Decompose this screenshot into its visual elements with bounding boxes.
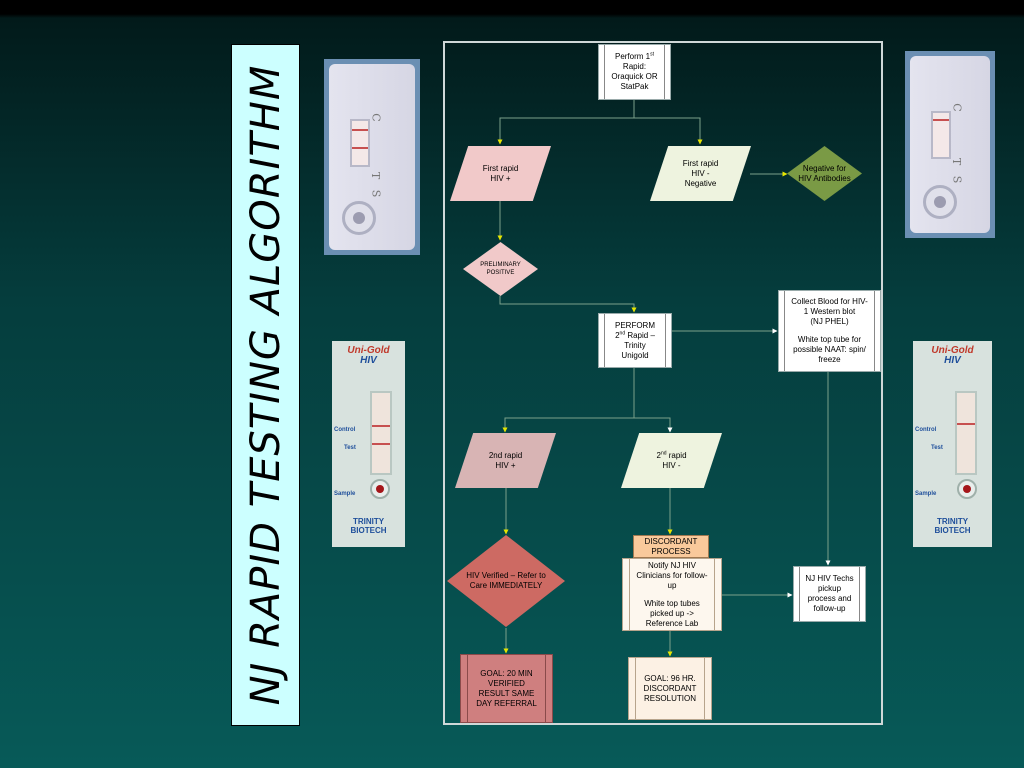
connector-to-second-pos — [505, 368, 634, 432]
connector-to-second-rapid — [500, 296, 634, 312]
perform-first-rapid-box: Perform 1st Rapid: Oraquick OR StatPak — [598, 44, 671, 100]
connector-to-first-pos — [500, 100, 634, 144]
collect-blood-box: Collect Blood for HIV- 1 Western blot (N… — [778, 290, 881, 372]
goal-discordant-box: GOAL: 96 HR. DISCORDANT RESOLUTION — [628, 657, 712, 720]
perform-second-rapid-box: PERFORM 2nd Rapid – Trinity Unigold — [598, 313, 672, 368]
nj-hiv-techs-box: NJ HIV Techs pickup process and follow-u… — [793, 566, 866, 622]
notify-clinicians-box: Notify NJ HIV Clinicians for follow- up … — [622, 558, 722, 631]
connector-to-second-neg — [634, 418, 670, 432]
connector-to-first-neg — [634, 118, 700, 144]
goal-verified-box: GOAL: 20 MIN VERIFIED RESULT SAME DAY RE… — [460, 654, 553, 723]
